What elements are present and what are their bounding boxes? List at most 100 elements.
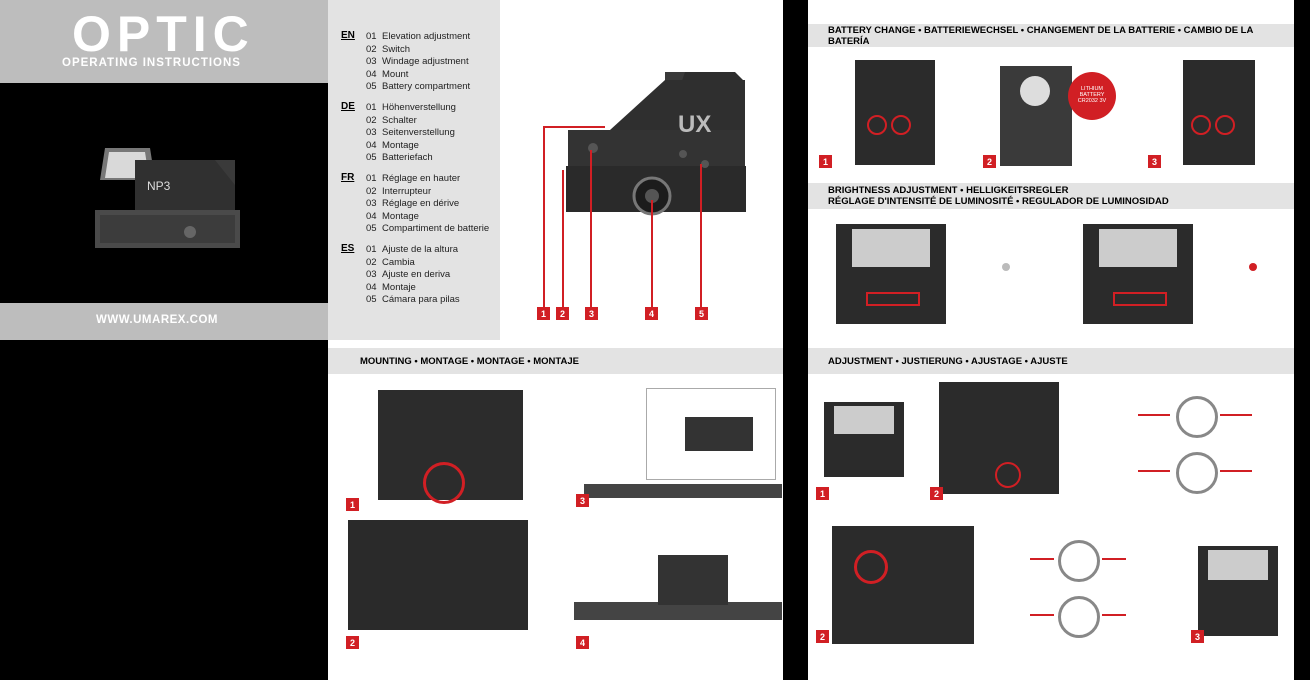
step-badge: 2 [930,487,943,500]
mounting-step-image [378,390,523,504]
callout-line [543,126,605,128]
reticle-off-dot [1002,263,1010,271]
battery-step-image [855,60,935,165]
brightness-step-image [836,224,946,324]
brightness-section-header: BRIGHTNESS ADJUSTMENT • HELLIGKEITSREGLE… [808,183,1294,209]
cover-title: OPTIC [72,6,255,62]
arrow-right-icon [1102,614,1126,616]
arrow-right-icon [1220,470,1252,472]
section-title: ADJUSTMENT • JUSTIERUNG • AJUSTAGE • AJU… [828,355,1068,367]
adjustment-step-image [832,526,974,644]
callout-line [543,126,545,308]
battery-section: BATTERY CHANGE • BATTERIEWECHSEL • CHANG… [808,0,1294,340]
section-title: MOUNTING • MONTAGE • MONTAGE • MONTAJE [360,355,579,367]
section-title: BATTERY CHANGE • BATTERIEWECHSEL • CHANG… [828,24,1253,47]
cover-title-band: OPTIC OPERATING INSTRUCTIONS [0,0,328,83]
callout-line [590,150,592,308]
step-badge: 1 [816,487,829,500]
arrow-right-icon [1138,414,1170,416]
mounting-step-image [348,520,528,630]
brand-logo: UX [678,111,711,138]
callout-badge: 4 [645,307,658,320]
battery-step-image [1000,66,1072,166]
mounting-section-header: MOUNTING • MONTAGE • MONTAGE • MONTAJE [328,348,783,374]
arrow-right-icon [1102,558,1126,560]
parts-diagram: UX [566,72,746,216]
step-badge: 1 [346,498,359,511]
parts-diagram-panel: UX 1 2 3 4 5 [500,0,783,340]
reticle-on-dot [1249,263,1257,271]
callout-badge: 2 [556,307,569,320]
adjustment-section-header: ADJUSTMENT • JUSTIERUNG • AJUSTAGE • AJU… [808,348,1294,374]
website-link[interactable]: WWW.UMAREX.COM [96,314,218,326]
battery-step-image [1183,60,1255,165]
step-badge: 4 [576,636,589,649]
brightness-step-image [1083,224,1193,324]
battery-coin-image [1068,72,1116,120]
arrow-right-icon [1030,614,1054,616]
section-title: BRIGHTNESS ADJUSTMENT • HELLIGKEITSREGLE… [828,185,1069,196]
battery-section-header: BATTERY CHANGE • BATTERIEWECHSEL • CHANG… [808,24,1294,47]
adjustment-step-image [1198,546,1278,636]
rotate-icon [1176,452,1218,494]
lang-code: FR [341,172,355,183]
callout-line [562,170,564,308]
callout-line [651,200,653,308]
arrow-right-icon [1030,558,1054,560]
cover-subtitle: OPERATING INSTRUCTIONS [62,57,241,69]
rotate-icon [1176,396,1218,438]
battery-coin-text: LITHIUM BATTERY CR2032 3V [1077,86,1107,104]
rotate-icon [1058,540,1100,582]
rail-image [584,484,782,498]
step-badge: 3 [576,494,589,507]
mounting-step-image [658,555,728,605]
arrow-right-icon [1138,470,1170,472]
cover-product-image: NP3 [95,140,245,250]
step-badge: 1 [819,155,832,168]
mounting-section: MOUNTING • MONTAGE • MONTAGE • MONTAJE 1… [328,340,783,680]
mounting-step-image [646,388,776,480]
lang-code: DE [341,101,355,112]
adjustment-step-image [939,382,1059,494]
arrow-right-icon [1220,414,1252,416]
callout-line [700,164,702,308]
cover-device-label: NP3 [147,179,171,193]
adjustment-section: ADJUSTMENT • JUSTIERUNG • AJUSTAGE • AJU… [808,340,1294,680]
rail-image [574,602,782,620]
step-badge: 2 [983,155,996,168]
lang-code: ES [341,243,355,254]
step-badge: 3 [1191,630,1204,643]
callout-badge: 5 [695,307,708,320]
rotate-icon [1058,596,1100,638]
section-title: RÉGLAGE D'INTENSITÉ DE LUMINOSITÉ • REGU… [828,196,1169,207]
callout-badge: 3 [585,307,598,320]
callout-badge: 1 [537,307,550,320]
cover-footer-band: WWW.UMAREX.COM [0,303,328,340]
adjustment-step-image [824,402,904,477]
step-badge: 2 [346,636,359,649]
step-badge: 3 [1148,155,1161,168]
lang-code: EN [341,30,355,41]
step-badge: 2 [816,630,829,643]
